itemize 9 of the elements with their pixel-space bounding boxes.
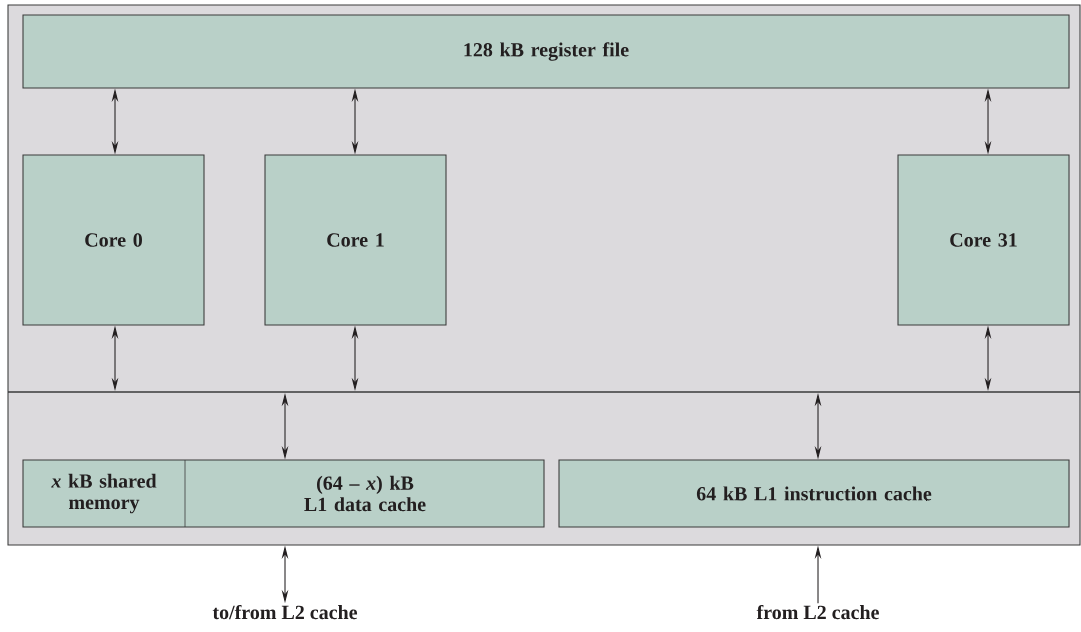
label: from L2 cache <box>756 604 879 620</box>
core-box: Core 0 <box>22 154 205 326</box>
cache-box: x kB shared memory (64 – x) kB L1 data cache <box>22 459 545 528</box>
register-file-box: 128 kB register file <box>22 14 1070 89</box>
core-box: Core 31 <box>897 154 1070 326</box>
bus-line <box>8 391 1080 393</box>
cache-box: 64 kB L1 instruction cache <box>558 459 1070 528</box>
core-box: Core 1 <box>264 154 447 326</box>
label: to/from L2 cache <box>212 604 358 620</box>
